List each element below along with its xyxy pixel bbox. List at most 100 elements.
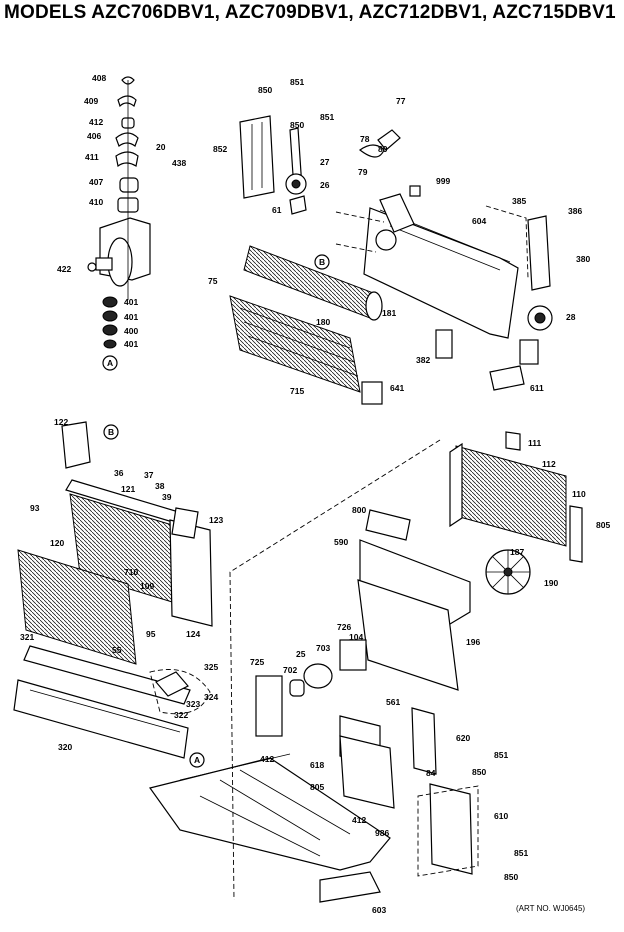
part-label: 382 — [416, 355, 430, 365]
fan-motor-assembly — [255, 639, 473, 875]
part-label: 187 — [510, 547, 524, 557]
part-label: 407 — [89, 177, 103, 187]
part-label: 124 — [186, 629, 200, 639]
part-label: 438 — [172, 158, 186, 168]
callout-b-blower: B — [319, 257, 325, 267]
part-label: 400 — [124, 326, 138, 336]
part-label: 852 — [213, 144, 227, 154]
part-label: 84 — [426, 768, 436, 778]
part-label: 77 — [396, 96, 406, 106]
part-labels: 408 409 412 406 411 407 410 20 438 422 4… — [20, 73, 610, 915]
part-label: 800 — [352, 505, 366, 515]
callout-a-compressor: A — [107, 358, 113, 368]
page-title: MODELS AZC706DBV1, AZC709DBV1, AZC712DBV… — [4, 2, 616, 23]
part-label: 323 — [186, 699, 200, 709]
part-label: 122 — [54, 417, 68, 427]
compressor-assembly: A — [87, 76, 151, 371]
part-label: 851 — [514, 848, 528, 858]
part-label: 850 — [504, 872, 518, 882]
part-label: 386 — [568, 206, 582, 216]
part-label: 850 — [472, 767, 486, 777]
part-label: 610 — [494, 811, 508, 821]
part-label: 380 — [576, 254, 590, 264]
part-label: 95 — [146, 629, 156, 639]
part-label: 412 — [260, 754, 274, 764]
part-label: 411 — [85, 152, 99, 162]
part-label: 79 — [358, 167, 368, 177]
part-label: 604 — [472, 216, 486, 226]
part-label: 851 — [290, 77, 304, 87]
part-label: 726 — [337, 622, 351, 632]
part-label: 322 — [174, 710, 188, 720]
part-label: 641 — [390, 383, 404, 393]
blower-wheel-and-grille — [229, 245, 383, 405]
part-label: 111 — [528, 438, 542, 448]
part-label: 61 — [272, 205, 282, 215]
part-label: 999 — [436, 176, 450, 186]
part-label: 408 — [92, 73, 106, 83]
part-label: 850 — [290, 120, 304, 130]
part-label: 702 — [283, 665, 297, 675]
part-label: 320 — [58, 742, 72, 752]
part-label: 36 — [114, 468, 124, 478]
condenser-fan — [485, 549, 531, 595]
part-label: 80 — [378, 144, 388, 154]
part-label: 851 — [494, 750, 508, 760]
part-label: 561 — [386, 697, 400, 707]
part-label: 401 — [124, 339, 138, 349]
part-label: 710 — [124, 567, 138, 577]
part-label: 715 — [290, 386, 304, 396]
part-label: 196 — [466, 637, 480, 647]
part-label: 324 — [204, 692, 218, 702]
part-label: 120 — [50, 538, 64, 548]
part-label: 412 — [89, 117, 103, 127]
part-label: 112 — [542, 459, 556, 469]
part-label: 805 — [310, 782, 324, 792]
part-label: 618 — [310, 760, 324, 770]
part-label: 55 — [112, 645, 122, 655]
part-label: 78 — [360, 134, 370, 144]
part-label: 190 — [544, 578, 558, 588]
part-label: 121 — [121, 484, 135, 494]
part-label: 104 — [349, 632, 363, 642]
part-label: 385 — [512, 196, 526, 206]
connection-lines — [229, 205, 529, 901]
part-label: 181 — [382, 308, 396, 318]
part-label: 703 — [316, 643, 330, 653]
part-label: 27 — [320, 157, 330, 167]
part-label: 325 — [204, 662, 218, 672]
front-panel-assembly: B — [13, 421, 213, 759]
part-label: 38 — [155, 481, 165, 491]
part-label: 590 — [334, 537, 348, 547]
part-label: 25 — [296, 649, 306, 659]
part-label: 123 — [209, 515, 223, 525]
part-label: 401 — [124, 312, 138, 322]
part-label: 725 — [250, 657, 264, 667]
part-label: 110 — [572, 489, 586, 499]
part-label: 20 — [156, 142, 166, 152]
part-label: 611 — [530, 383, 544, 393]
part-label: 321 — [20, 632, 34, 642]
part-label: 401 — [124, 297, 138, 307]
callout-a-base: A — [194, 755, 200, 765]
part-label: 422 — [57, 264, 71, 274]
part-label: 412 — [352, 815, 366, 825]
part-label: 410 — [89, 197, 103, 207]
callout-b-panel: B — [108, 427, 114, 437]
part-label: 39 — [162, 492, 172, 502]
part-label: 850 — [258, 85, 272, 95]
condenser-coil — [357, 431, 583, 691]
part-label: 406 — [87, 131, 101, 141]
part-label: 851 — [320, 112, 334, 122]
base-pan: A — [148, 752, 391, 903]
part-label: 180 — [316, 317, 330, 327]
part-label: 28 — [566, 312, 576, 322]
art-number: (ART NO. WJ0645) — [516, 904, 586, 913]
part-label: 620 — [456, 733, 470, 743]
part-label: 109 — [140, 581, 154, 591]
part-label: 409 — [84, 96, 98, 106]
upper-blower-assembly: B — [239, 115, 553, 391]
part-label: 603 — [372, 905, 386, 915]
part-label: 93 — [30, 503, 40, 513]
